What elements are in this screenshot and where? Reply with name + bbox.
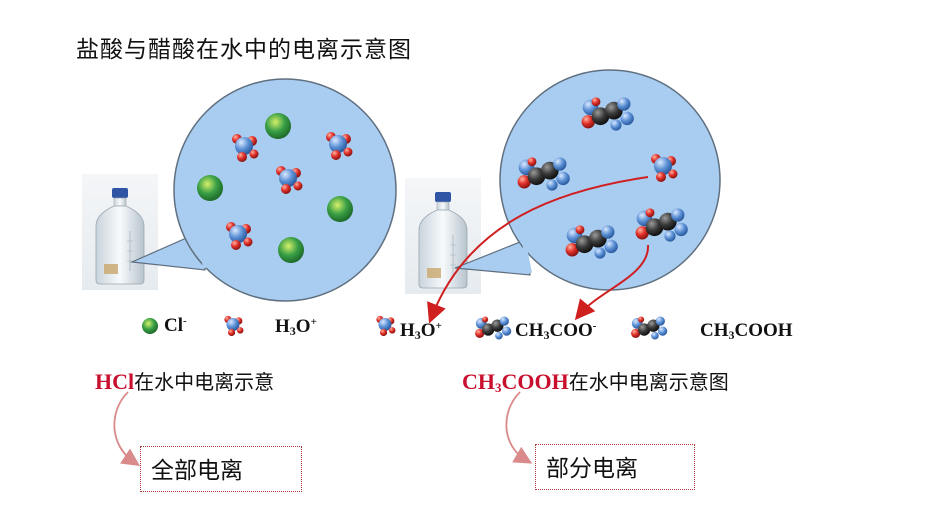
page-title: 盐酸与醋酸在水中的电离示意图 — [76, 37, 412, 63]
left-caption-text: 在水中电离示意 — [134, 370, 275, 394]
legend-hydronium-icon-right — [376, 315, 396, 337]
legend-hydronium-icon — [224, 315, 244, 337]
acetic-formula: CH3COOH — [462, 369, 569, 395]
legend-acetic-acid-label: CH3COOH — [700, 320, 793, 342]
legend-hydronium-label-right: H3O+ — [400, 320, 442, 342]
arrow-to-acetate — [574, 244, 650, 321]
legend-acetic-acid-icon — [631, 316, 668, 340]
legend-chloride-icon — [142, 318, 158, 334]
legend-acetate-label: CH3COO- — [515, 320, 597, 342]
left-bottle — [95, 187, 145, 285]
right-caption: CH3COOH在水中电离示意图 — [462, 366, 729, 396]
right-result-arrow — [505, 391, 533, 464]
right-caption-text: 在水中电离示意图 — [568, 370, 729, 394]
right-bottle — [418, 191, 468, 289]
chloride-ion — [327, 196, 353, 222]
left-caption: HCl在水中电离示意 — [95, 366, 274, 395]
left-result-box: 全部电离 — [140, 446, 302, 492]
chloride-ion — [265, 113, 291, 139]
hcl-formula: HCl — [95, 369, 135, 394]
chloride-ion — [197, 175, 223, 201]
left-callout-circle — [129, 78, 397, 302]
right-result-box: 部分电离 — [535, 444, 695, 490]
legend-chloride-label: Cl- — [164, 315, 187, 336]
left-result-arrow — [113, 391, 140, 466]
legend-acetate-icon — [475, 316, 512, 340]
legend-hydronium-label: H3O+ — [275, 316, 317, 338]
arrow-to-hydronium — [427, 176, 649, 324]
chloride-ion — [278, 237, 304, 263]
